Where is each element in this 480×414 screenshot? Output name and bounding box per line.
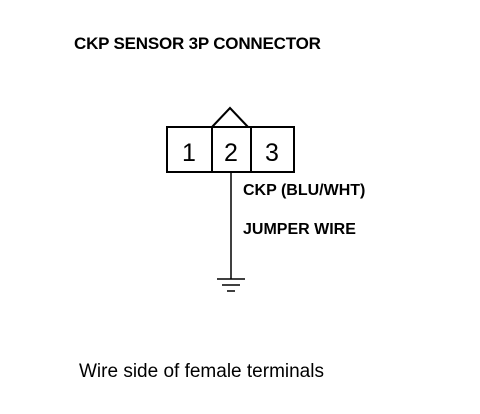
connector-lock-tab <box>211 106 249 128</box>
diagram-caption: Wire side of female terminals <box>79 361 324 382</box>
wire-label-jumper: JUMPER WIRE <box>243 221 356 238</box>
diagram-title: CKP SENSOR 3P CONNECTOR <box>74 34 321 53</box>
wire-label-ckp: CKP (BLU/WHT) <box>243 182 366 199</box>
pin-number-1: 1 <box>182 139 196 167</box>
ground-icon <box>217 278 245 292</box>
pin-number-3: 3 <box>265 139 279 167</box>
pin-number-2: 2 <box>224 139 238 167</box>
